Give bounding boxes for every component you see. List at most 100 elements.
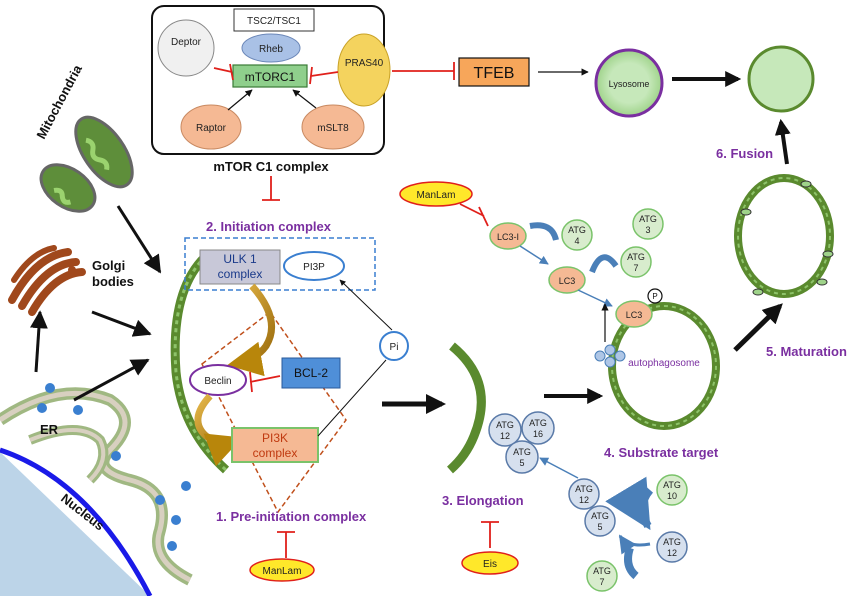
svg-text:ATG: ATG [639,214,657,224]
fusion-arrow [774,118,791,165]
lc3i-label: LC3-I [497,232,519,242]
golgi-label-2: bodies [92,274,134,289]
ulk1-label-1: ULK 1 [223,252,257,266]
mitochondrion-2 [39,163,97,213]
stage-maturation: 5. Maturation [766,344,847,359]
raptor-arrow [227,89,253,111]
pras40-label: PRAS40 [345,58,384,69]
svg-text:5: 5 [597,522,602,532]
autolysosome-node [747,45,815,113]
pi3p-node [283,251,345,281]
lc3i-node [489,222,527,250]
atg7-node [620,246,652,278]
svg-text:ATG: ATG [513,447,531,457]
tsc-label: TSC2/TSC1 [247,16,301,27]
svg-text:16: 16 [533,429,543,439]
atg12-16-5-cluster: ATG 12 ATG 16 ATG 5 [488,411,555,474]
lysosome-node [594,48,664,118]
ulk1-box [199,249,281,285]
golgi-group: Golgi bodies [8,245,134,316]
pi3k-label-2: complex [253,446,298,460]
pras40-inhibit [309,66,339,85]
svg-text:10: 10 [667,491,677,501]
ulk1-label-2: complex [218,267,263,281]
rheb-node [241,33,301,63]
svg-text:ATG: ATG [496,420,514,430]
beclin-to-pi3k-arrow [194,393,243,467]
mtorc1-label: mTORC1 [245,70,296,84]
eis-inhibit [481,521,499,548]
phagophore-membrane [170,252,230,474]
er-nucleus-group: Nucleus ER [0,383,193,596]
cargo-cluster [594,344,626,368]
mslt8-node [301,104,365,150]
svg-text:4: 4 [574,236,579,246]
stage-elongation: 3. Elongation [442,493,524,508]
stage-preinitiation: 1. Pre-initiation complex [216,509,367,524]
elongation-membrane [446,342,486,474]
autophagosome-label: autophagosome [628,358,700,369]
svg-text:ATG: ATG [575,484,593,494]
pi3k-to-pi-line [317,359,387,437]
svg-text:7: 7 [599,577,604,587]
phosphate-node [647,288,663,304]
pi-node [379,331,409,361]
er-arrow [73,358,150,402]
pi3k-label-1: PI3K [262,431,288,445]
tfeb-box [458,57,530,87]
stage-fusion: 6. Fusion [716,146,773,161]
svg-text:12: 12 [579,495,589,505]
mito-arrow [116,205,162,274]
raptor-node [180,104,242,150]
ulk-to-beclin-arrow [227,283,276,377]
lc3-mid-node [548,266,586,294]
svg-text:7: 7 [633,263,638,273]
manlam-bottom-inhibit [277,531,295,558]
manlam-top-node [399,181,473,207]
er-label: ER [40,422,59,437]
mtor-complex-box: TSC2/TSC1 Rheb Deptor mTORC1 PRAS40 Rapt… [151,5,391,155]
stage-initiation: 2. Initiation complex [206,219,332,234]
svg-text:ATG: ATG [627,252,645,262]
preinitiation-dashed-box [201,310,347,514]
pras40-node [337,33,391,107]
mitochondria-group: Mitochondria [33,62,134,213]
lc3-conversion-arrow-1 [529,222,559,241]
manlam-bottom-node [249,558,315,582]
raptor-label: Raptor [196,123,227,134]
nucleus-envelope [0,447,153,596]
atg4-node [561,219,593,251]
pi3k-box [231,427,319,463]
atg3-node [632,208,664,240]
bcl2-inhibit [249,371,281,393]
svg-text:12: 12 [667,548,677,558]
nucleus-body [0,452,150,596]
er-golgi-arrow [29,310,48,373]
tsc-box [233,8,315,32]
lc3-membrane-node [615,300,653,328]
mslt8-label: mSLT8 [317,123,349,134]
mslt8-arrow [292,89,317,109]
mitochondrion-1 [74,115,134,189]
bcl2-box [281,357,341,389]
svg-text:ATG: ATG [593,566,611,576]
pi-label: Pi [390,342,399,353]
tfeb-label: TFEB [474,65,515,82]
manlam-bottom-label: ManLam [263,566,302,577]
eis-label: Eis [483,559,497,570]
maturation-arrow [733,303,783,352]
golgi-arrow [91,310,152,337]
svg-text:ATG: ATG [663,480,681,490]
deptor-inhibit [213,63,234,81]
deptor-node [157,19,215,77]
beclin-node [189,364,247,396]
rheb-label: Rheb [259,44,283,55]
lc3-mid-label: LC3 [559,276,576,286]
eis-node [461,551,519,575]
deptor-label: Deptor [171,37,202,48]
manlam-top-inhibit [459,203,489,227]
manlam-top-label: ManLam [417,190,456,201]
atg-conjugation-cascade: ATG 12 ATG 5 ATG 10 ATG 12 ATG 7 [539,457,688,592]
pi3p-label: PI3P [303,262,325,273]
